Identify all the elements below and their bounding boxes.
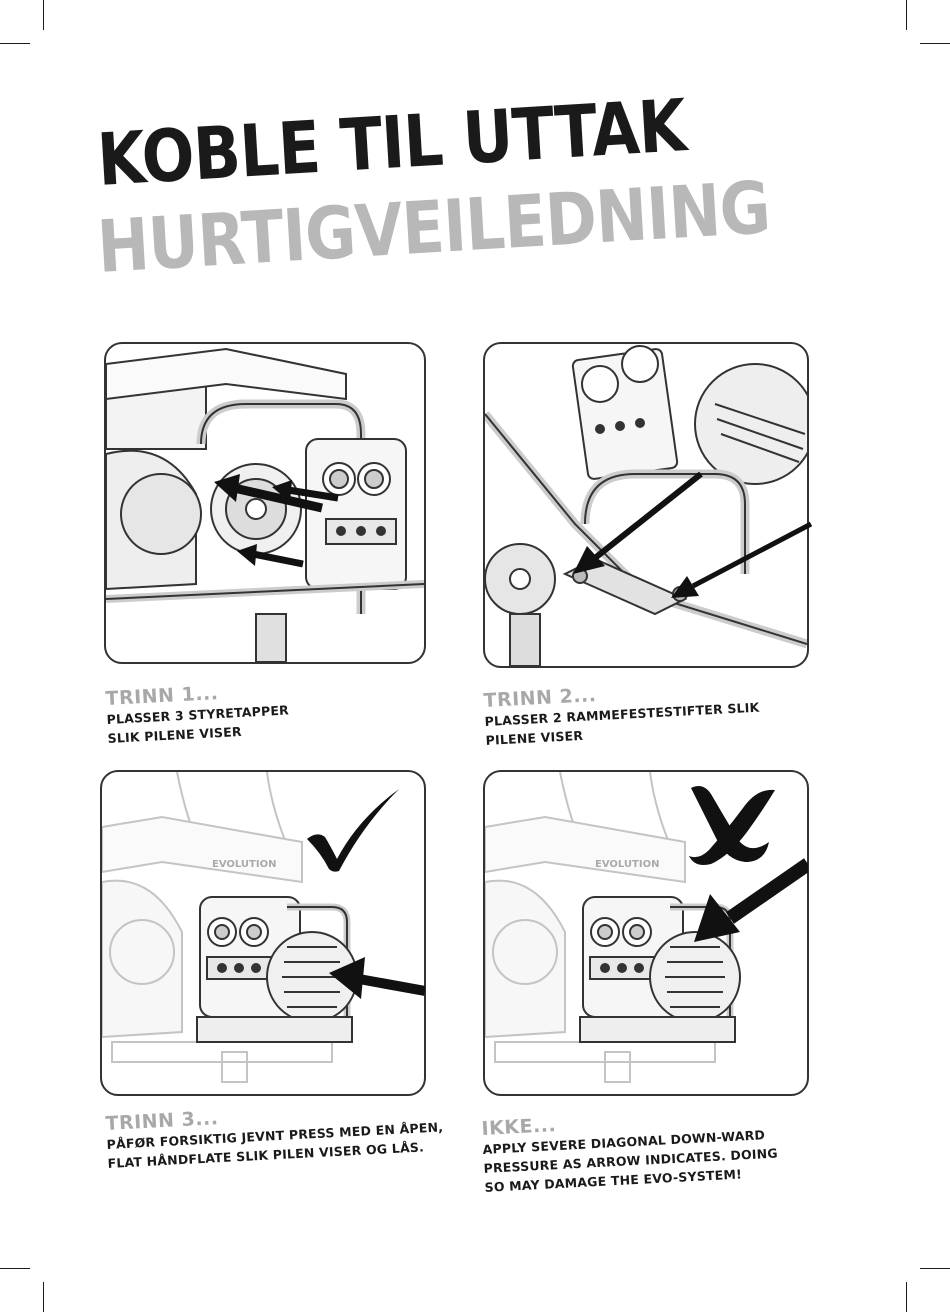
crop-mark <box>920 1268 950 1269</box>
illustration-step-1 <box>104 342 426 664</box>
caption-step-3: TRINN 3... PÅFØR FORSIKTIG JEVNT PRESS M… <box>105 1095 445 1173</box>
arrow-icon <box>237 544 304 568</box>
crop-mark <box>920 43 950 44</box>
arrow-icon <box>214 474 323 513</box>
illustration-step-3: EVOLUTION <box>100 770 426 1096</box>
arrow-icon <box>272 480 339 502</box>
crop-mark <box>906 1282 907 1312</box>
arrow-icon <box>694 858 808 942</box>
caption-step-2: TRINN 2... PLASSER 2 RAMMEFESTESTIFTER S… <box>483 676 761 750</box>
arrow-icon <box>573 471 703 574</box>
caption-step-1: TRINN 1... PLASSER 3 STYRETAPPER SLIK PI… <box>105 678 290 747</box>
arrow-icon <box>671 521 813 598</box>
crop-mark <box>43 1282 44 1312</box>
illustration-step-2 <box>483 342 809 668</box>
crop-mark <box>906 0 907 30</box>
arrow-icon <box>329 957 425 999</box>
caption-dont: IKKE... APPLY SEVERE DIAGONAL DOWN-WARD … <box>481 1103 779 1197</box>
illustration-dont: EVOLUTION <box>483 770 809 1096</box>
brand-label: EVOLUTION <box>212 859 276 870</box>
brand-label: EVOLUTION <box>595 859 659 870</box>
crop-mark <box>0 43 30 44</box>
crop-mark <box>43 0 44 30</box>
cross-mark-icon <box>689 786 775 865</box>
check-mark-icon <box>307 789 399 872</box>
crop-mark <box>0 1268 30 1269</box>
